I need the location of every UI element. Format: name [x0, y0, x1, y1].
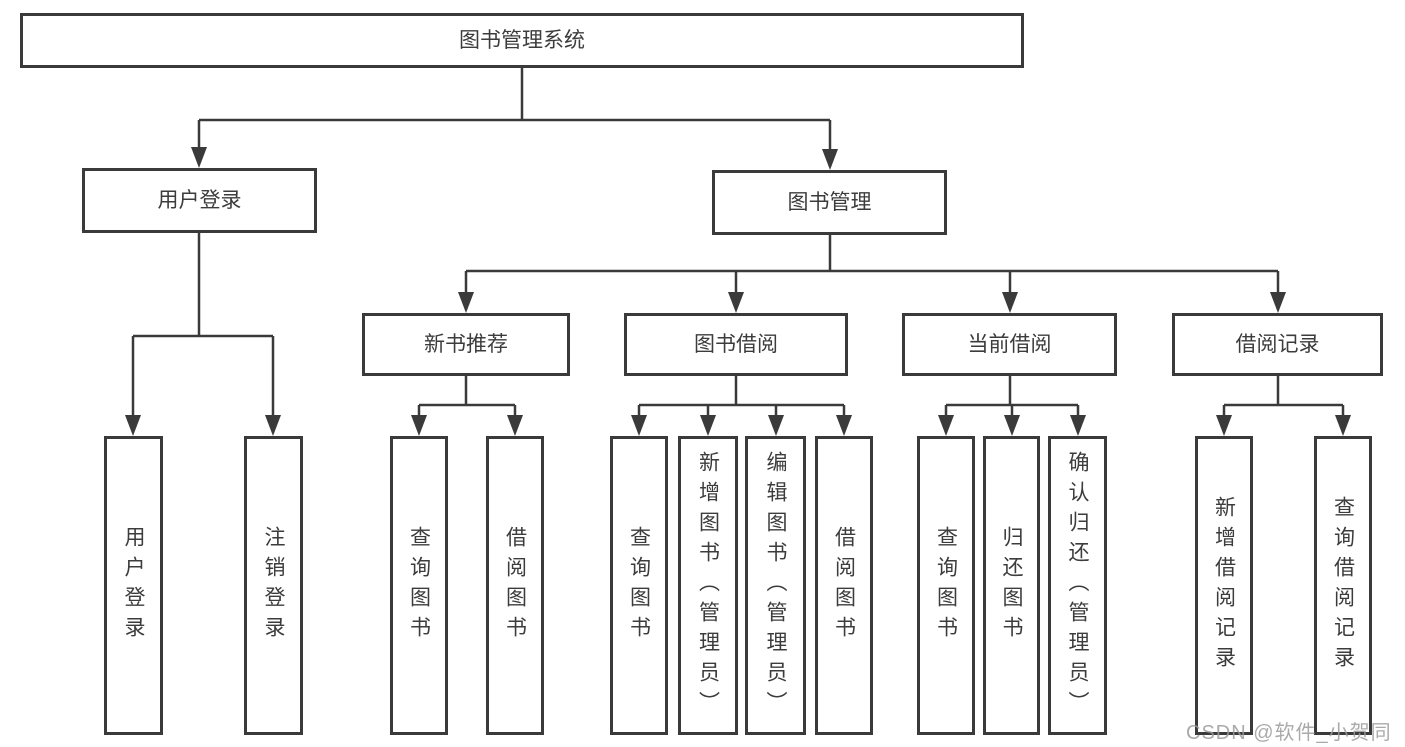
connector-user-login [131, 233, 275, 420]
node-book-management: 图书管理 [712, 170, 947, 235]
connector-borrow-record [1222, 376, 1345, 420]
node-book-borrow: 图书借阅 [624, 313, 848, 376]
leaf-borrow-add-book-admin: 新增图书（管理员） [678, 436, 738, 735]
connector-root [197, 68, 832, 154]
connector-current-borrow [944, 376, 1080, 420]
node-current-borrow: 当前借阅 [902, 313, 1117, 376]
node-borrow-record: 借阅记录 [1172, 313, 1383, 376]
leaf-logout: 注销登录 [244, 436, 303, 735]
leaf-newbook-query-book: 查询图书 [390, 436, 448, 735]
arrowheads [125, 147, 1351, 436]
leaf-record-query-record: 查询借阅记录 [1314, 436, 1372, 735]
leaf-current-query-book: 查询图书 [917, 436, 975, 735]
node-new-book-recommend: 新书推荐 [362, 313, 570, 376]
leaf-borrow-query-book: 查询图书 [610, 436, 668, 735]
leaf-record-add-record: 新增借阅记录 [1195, 436, 1253, 735]
csdn-watermark: CSDN @软件_小贺同学 [1186, 722, 1392, 744]
leaf-borrow-edit-book-admin: 编辑图书（管理员） [745, 436, 806, 735]
node-root: 图书管理系统 [20, 13, 1024, 68]
leaf-current-return-book: 归还图书 [983, 436, 1040, 735]
leaf-borrow-borrow-book: 借阅图书 [815, 436, 873, 735]
connector-book-borrow [637, 376, 846, 420]
leaf-current-confirm-return-admin: 确认归还（管理员） [1048, 436, 1107, 735]
leaf-newbook-borrow-book: 借阅图书 [486, 436, 544, 735]
leaf-user-login: 用户登录 [104, 436, 163, 735]
connector-new-book [417, 376, 517, 420]
connector-book-mgmt [464, 235, 1280, 297]
node-user-login: 用户登录 [82, 168, 317, 233]
